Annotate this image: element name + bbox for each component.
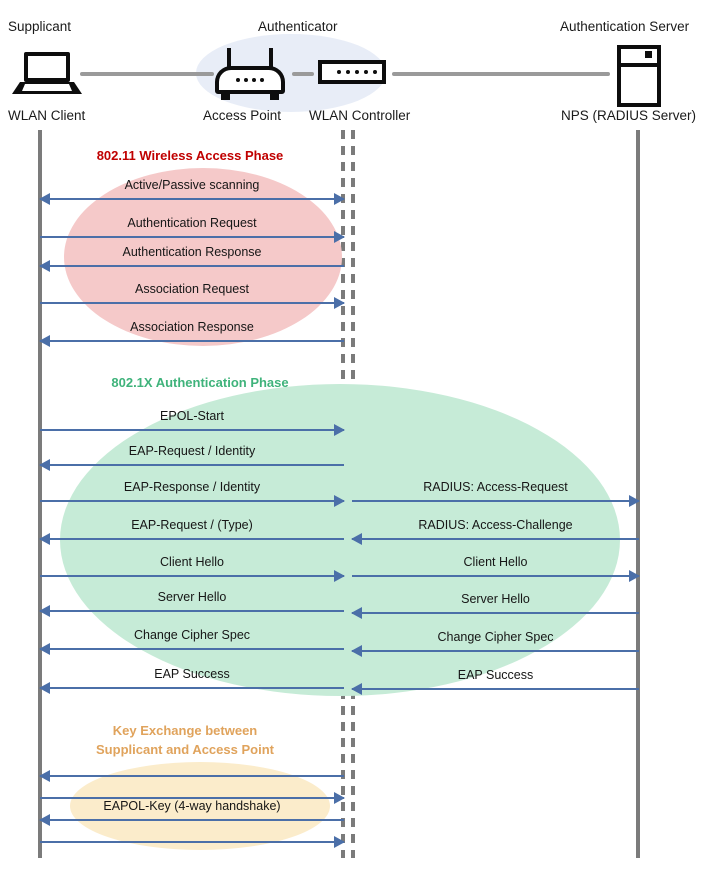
- message-label: EPOL-Start: [160, 409, 224, 423]
- message-label: Active/Passive scanning: [124, 178, 260, 192]
- message-label: Server Hello: [461, 592, 530, 606]
- message-label: EAP-Request / (Type): [131, 518, 253, 532]
- access-point-icon: [215, 48, 285, 100]
- message-label: Change Cipher Spec: [437, 630, 554, 644]
- message-label: EAP-Request / Identity: [128, 444, 256, 458]
- wlan-controller-icon: [318, 60, 386, 84]
- phase-label-8021x: 802.1X Authentication Phase: [111, 375, 289, 390]
- actor-device-wlan-controller: WLAN Controller: [309, 108, 411, 123]
- message-label: Server Hello: [157, 590, 227, 604]
- phase-blob-80211: [64, 168, 342, 346]
- actor-role-authentication-server: Authentication Server: [560, 19, 690, 34]
- message-label: EAPOL-Key (4-way handshake): [103, 799, 281, 813]
- phase-label-80211: 802.11 Wireless Access Phase: [96, 148, 284, 163]
- message-label: EAP-Response / Identity: [123, 480, 261, 494]
- message-label: EAP Success: [457, 668, 534, 682]
- message-label: RADIUS: Access-Request: [423, 480, 568, 494]
- wire-ap-to-controller: [292, 72, 314, 76]
- actor-role-supplicant: Supplicant: [8, 19, 72, 34]
- message-label: Association Response: [130, 320, 254, 334]
- actor-role-authenticator: Authenticator: [258, 19, 338, 34]
- message-label: Client Hello: [160, 555, 224, 569]
- actor-device-access-point: Access Point: [203, 108, 282, 123]
- wire-controller-to-server: [392, 72, 610, 76]
- phase-label-key-exchange: Key Exchange between Supplicant and Acce…: [96, 723, 274, 757]
- message-label: EAP Success: [154, 667, 230, 681]
- laptop-icon: [12, 52, 82, 96]
- lifeline-supplicant: [38, 130, 42, 858]
- message-label: Authentication Response: [122, 245, 262, 259]
- message-label: Change Cipher Spec: [133, 628, 251, 642]
- message-label: Association Request: [135, 282, 249, 296]
- wire-client-to-ap: [80, 72, 214, 76]
- actor-device-wlan-client: WLAN Client: [8, 108, 86, 123]
- actor-device-nps-radius-server: NPS (RADIUS Server): [561, 108, 697, 123]
- message-label: Client Hello: [463, 555, 528, 569]
- phase-blob-8021x: [60, 384, 620, 696]
- message-label: RADIUS: Access-Challenge: [418, 518, 573, 532]
- message-label: Authentication Request: [127, 216, 257, 230]
- server-icon: [617, 45, 661, 107]
- lifeline-authentication-server: [636, 130, 640, 858]
